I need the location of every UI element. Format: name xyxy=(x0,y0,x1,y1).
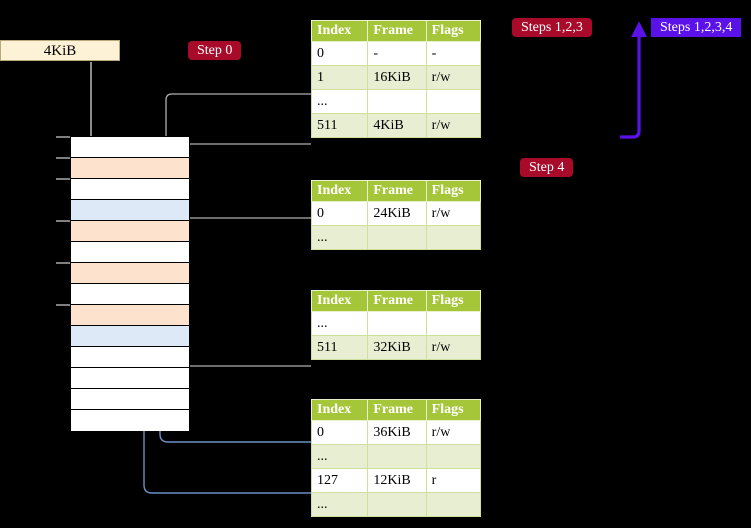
badge-step-4: Step 4 xyxy=(520,158,574,177)
memory-boundary-tick xyxy=(56,136,70,138)
memory-frame-row[interactable] xyxy=(71,221,189,242)
page-table-level-2: Index Frame Flags ... 511 32KiB r/w xyxy=(310,290,482,360)
memory-frame-row[interactable] xyxy=(71,284,189,305)
memory-frame-row[interactable] xyxy=(71,179,189,200)
cell-flags: r xyxy=(425,468,482,493)
memory-boundary-tick xyxy=(56,157,70,159)
page-table-level-0: Index Frame Flags 0 - - 1 16KiB r/w ... xyxy=(310,20,482,138)
cell-flags xyxy=(425,311,482,336)
cell-flags: r/w xyxy=(425,65,482,90)
col-header-index: Index xyxy=(310,180,369,202)
cell-index: 1 xyxy=(310,65,369,90)
cell-index: 511 xyxy=(310,113,369,138)
cell-frame: 32KiB xyxy=(367,335,427,360)
table-row[interactable]: 1 16KiB r/w xyxy=(310,65,482,90)
cell-flags: r/w xyxy=(425,113,482,138)
cell-index: ... xyxy=(310,444,369,469)
cell-frame: 36KiB xyxy=(367,420,427,445)
cell-index: 0 xyxy=(310,420,369,445)
cell-flags xyxy=(425,444,482,469)
table-row[interactable]: 0 - - xyxy=(310,41,482,66)
table-row[interactable]: 127 12KiB r xyxy=(310,468,482,493)
col-header-frame: Frame xyxy=(367,399,427,421)
table-row[interactable]: 0 24KiB r/w xyxy=(310,201,482,226)
memory-boundary-tick xyxy=(56,262,70,264)
wire-table2-row511 xyxy=(174,304,311,367)
badge-steps-123: Steps 1,2,3 xyxy=(512,18,592,37)
cell-index: 0 xyxy=(310,201,369,226)
col-header-index: Index xyxy=(310,20,369,42)
col-header-flags: Flags xyxy=(425,399,482,421)
memory-frame-row[interactable] xyxy=(71,389,189,410)
col-header-flags: Flags xyxy=(425,180,482,202)
table-row[interactable]: 511 4KiB r/w xyxy=(310,113,482,138)
table-row[interactable]: ... xyxy=(310,444,482,469)
badge-steps-1234: Steps 1,2,3,4 xyxy=(651,18,742,37)
physical-memory-column xyxy=(70,136,190,431)
cell-frame xyxy=(367,311,427,336)
cell-frame xyxy=(367,225,427,250)
wire-table0-row511 xyxy=(174,143,311,218)
cell-flags: r/w xyxy=(425,335,482,360)
cell-frame: 16KiB xyxy=(367,65,427,90)
wire-steps-1234-bracket xyxy=(620,21,647,139)
cell-frame: 12KiB xyxy=(367,468,427,493)
table-row[interactable]: 511 32KiB r/w xyxy=(310,335,482,360)
col-header-frame: Frame xyxy=(367,290,427,312)
memory-boundary-tick xyxy=(56,304,70,306)
cell-index: ... xyxy=(310,311,369,336)
memory-frame-row[interactable] xyxy=(71,242,189,263)
col-header-flags: Flags xyxy=(425,20,482,42)
memory-frame-row[interactable] xyxy=(71,200,189,221)
cell-frame xyxy=(367,89,427,114)
cell-flags xyxy=(425,492,482,517)
cell-index: 511 xyxy=(310,335,369,360)
wire-table1-row0 xyxy=(174,217,311,262)
cell-index: ... xyxy=(310,225,369,250)
col-header-index: Index xyxy=(310,290,369,312)
cell-flags xyxy=(425,89,482,114)
cell-index: ... xyxy=(310,89,369,114)
cell-frame: - xyxy=(367,41,427,66)
cell-index: 127 xyxy=(310,468,369,493)
table-row[interactable]: ... xyxy=(310,311,482,336)
memory-boundary-tick xyxy=(56,178,70,180)
col-header-index: Index xyxy=(310,399,369,421)
cell-index: 0 xyxy=(310,41,369,66)
memory-frame-row[interactable] xyxy=(71,137,189,158)
size-label-4kib: 4KiB xyxy=(0,40,120,61)
memory-frame-row[interactable] xyxy=(71,158,189,179)
memory-frame-row[interactable] xyxy=(71,347,189,368)
cell-flags: - xyxy=(425,41,482,66)
table-header-row: Index Frame Flags xyxy=(310,290,482,312)
cell-index: ... xyxy=(310,492,369,517)
col-header-frame: Frame xyxy=(367,20,427,42)
cell-flags xyxy=(425,225,482,250)
table-row[interactable]: ... xyxy=(310,225,482,250)
table-row[interactable]: ... xyxy=(310,492,482,517)
col-header-frame: Frame xyxy=(367,180,427,202)
table-header-row: Index Frame Flags xyxy=(310,399,482,421)
table-header-row: Index Frame Flags xyxy=(310,20,482,42)
cell-flags: r/w xyxy=(425,420,482,445)
table-row[interactable]: ... xyxy=(310,89,482,114)
table-row[interactable]: 0 36KiB r/w xyxy=(310,420,482,445)
memory-frame-row[interactable] xyxy=(71,326,189,347)
memory-frame-row[interactable] xyxy=(71,368,189,389)
badge-step-0: Step 0 xyxy=(188,41,242,60)
memory-frame-row[interactable] xyxy=(71,410,189,431)
memory-frame-row[interactable] xyxy=(71,263,189,284)
memory-boundary-tick xyxy=(56,220,70,222)
col-header-flags: Flags xyxy=(425,290,482,312)
cell-flags: r/w xyxy=(425,201,482,226)
table-header-row: Index Frame Flags xyxy=(310,180,482,202)
memory-frame-row[interactable] xyxy=(71,305,189,326)
page-table-level-1: Index Frame Flags 0 24KiB r/w ... xyxy=(310,180,482,250)
cell-frame: 4KiB xyxy=(367,113,427,138)
page-table-level-3: Index Frame Flags 0 36KiB r/w ... 127 12… xyxy=(310,399,482,517)
cell-frame xyxy=(367,444,427,469)
cell-frame xyxy=(367,492,427,517)
cell-frame: 24KiB xyxy=(367,201,427,226)
